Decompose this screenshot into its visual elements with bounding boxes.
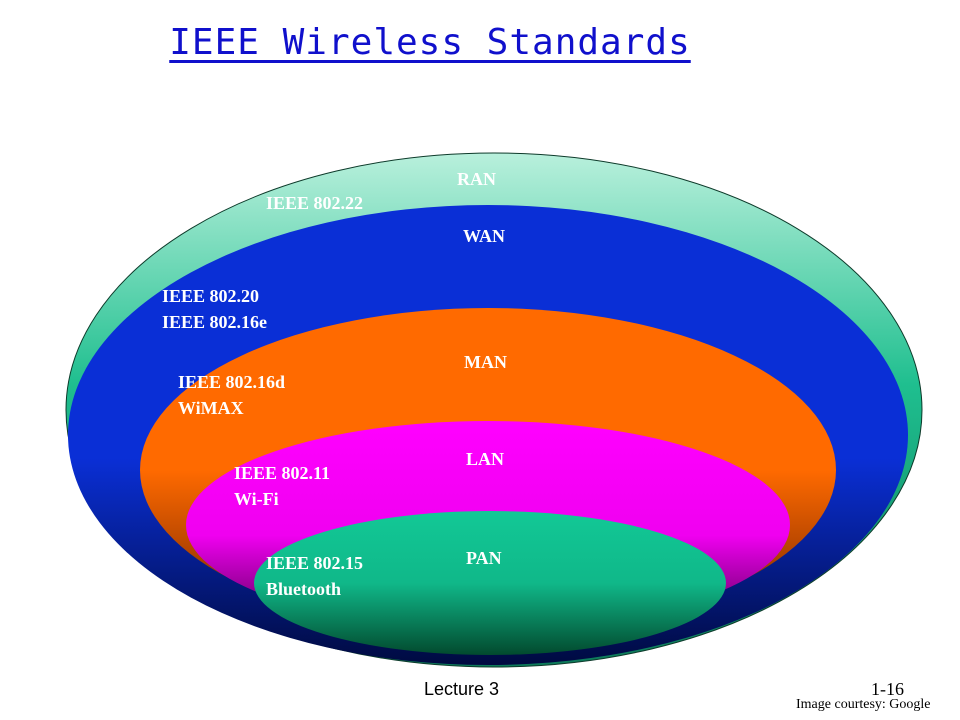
footer-page-number: 1-16 bbox=[871, 679, 904, 699]
standard-label: IEEE 802.16e bbox=[162, 312, 267, 332]
standard-label: IEEE 802.20 bbox=[162, 286, 259, 306]
network-label-ran: RAN bbox=[457, 169, 496, 189]
standard-label: IEEE 802.16d bbox=[178, 372, 285, 392]
image-credit: Image courtesy: Google bbox=[796, 697, 931, 712]
page-title: IEEE Wireless Standards bbox=[169, 22, 691, 63]
network-label-wan: WAN bbox=[463, 226, 505, 246]
standard-label: IEEE 802.22 bbox=[266, 193, 363, 213]
standard-label: Bluetooth bbox=[266, 579, 341, 599]
layer-pan bbox=[254, 511, 726, 655]
network-label-lan: LAN bbox=[466, 449, 504, 469]
footer-lecture: Lecture 3 bbox=[424, 679, 500, 699]
network-label-man: MAN bbox=[464, 352, 507, 372]
standard-label: IEEE 802.11 bbox=[234, 463, 330, 483]
standard-label: WiMAX bbox=[178, 398, 244, 418]
standard-label: IEEE 802.15 bbox=[266, 553, 363, 573]
standard-label: Wi-Fi bbox=[234, 489, 279, 509]
network-label-pan: PAN bbox=[466, 548, 502, 568]
